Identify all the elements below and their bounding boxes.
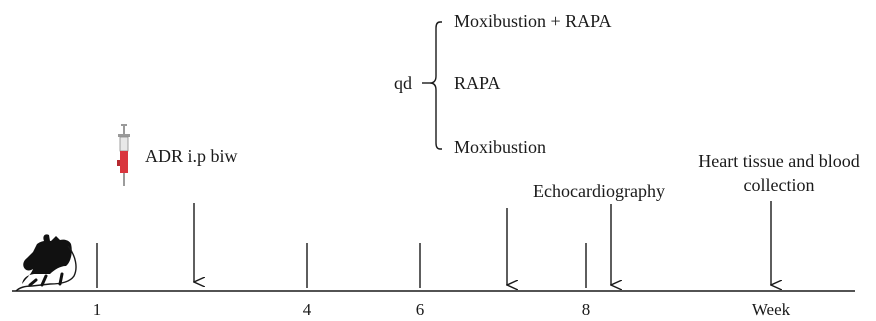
collection-label-line1: Heart tissue and blood (698, 151, 859, 171)
group-rapa: RAPA (454, 73, 500, 93)
syringe-icon (117, 124, 130, 186)
tick-label-week-8: 8 (582, 300, 591, 319)
group-moxibustion: Moxibustion (454, 137, 546, 157)
treatment-bracket (422, 21, 442, 150)
rat-icon (15, 234, 77, 292)
timeline-unit-label: Week (752, 300, 791, 319)
collection-label-line2: collection (744, 175, 815, 195)
tick-label-week-1: 1 (93, 300, 102, 319)
frequency-label: qd (394, 73, 412, 93)
tick-label-week-6: 6 (416, 300, 425, 319)
injection-label: ADR i.p biw (145, 146, 238, 166)
tick-label-week-4: 4 (303, 300, 312, 319)
echocardiography-label: Echocardiography (533, 181, 665, 201)
group-moxibustion-rapa: Moxibustion + RAPA (454, 11, 612, 31)
